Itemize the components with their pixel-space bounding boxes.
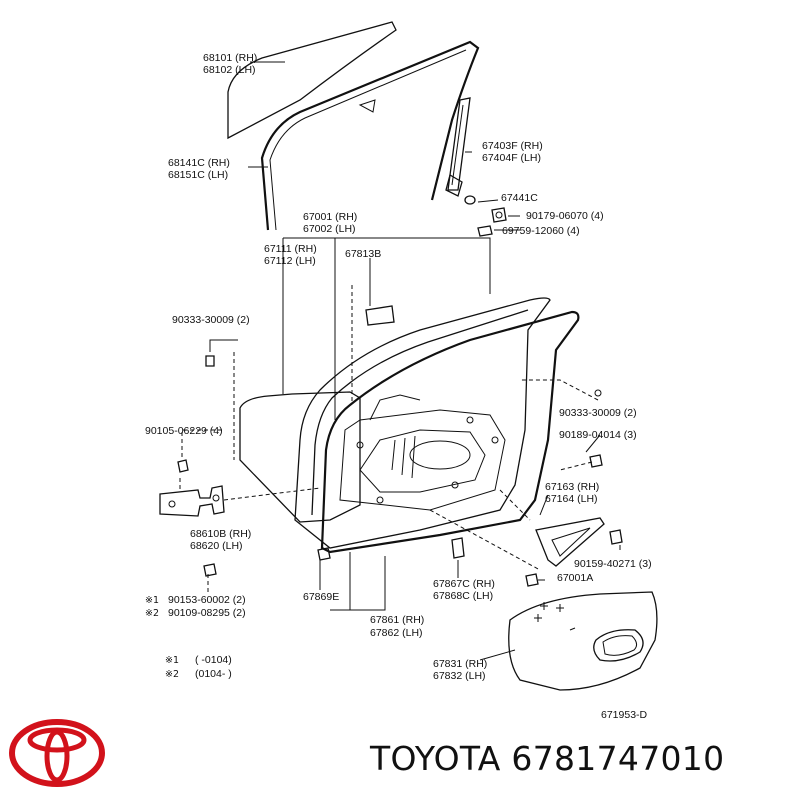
label-hinge-rh: 68610B (RH)	[190, 528, 251, 540]
label-run-rh: 68141C (RH)	[168, 157, 230, 169]
label-seal-lh: 67862 (LH)	[370, 627, 423, 639]
legend2-range: (0104- )	[195, 668, 232, 680]
label-trim-rh: 67831 (RH)	[433, 658, 487, 670]
rear-channel	[445, 97, 471, 197]
label-hole-rh: 67867C (RH)	[433, 578, 495, 590]
label-hole-lh: 67868C (LH)	[433, 590, 493, 602]
label-mark2: ※2	[145, 608, 159, 619]
label-cushion: 69759-12060 (4)	[502, 225, 580, 237]
leader-lines	[179, 61, 621, 661]
label-pad: 67813B	[345, 248, 381, 260]
door-weatherstrip	[320, 310, 580, 554]
label-retainer: 67001A	[557, 572, 593, 584]
clip-right	[589, 454, 603, 468]
door-inner-frame	[294, 297, 551, 549]
label-glass-rh: 68101 (RH)	[203, 52, 257, 64]
plug-right	[594, 389, 602, 397]
label-panel-rh: 67111 (RH)	[264, 243, 317, 255]
label-plug-left: 90333-30009 (2)	[172, 314, 250, 326]
toyota-logo-icon	[9, 719, 105, 787]
part-labels: 68101 (RH) 68102 (LH) 68141C (RH) 68151C…	[145, 52, 652, 721]
label-bolt: 90105-06229 (4)	[145, 425, 223, 437]
label-run-lh: 68151C (LH)	[168, 169, 228, 181]
label-hinge-lh: 68620 (LH)	[190, 540, 243, 552]
label-plug-right: 90333-30009 (2)	[559, 407, 637, 419]
plug-small	[205, 355, 215, 367]
label-weather: 67869E	[303, 591, 339, 603]
label-trim-lh: 67832 (LH)	[433, 670, 486, 682]
label-panel-lh: 67112 (LH)	[264, 255, 316, 267]
diagram-code: 671953-D	[601, 709, 648, 721]
outer-door-panel	[239, 391, 361, 523]
door-trim-board	[508, 591, 658, 691]
glass-run	[260, 40, 480, 231]
label-clip: 67441C	[501, 192, 538, 204]
label-bracket-rh: 67163 (RH)	[545, 481, 599, 493]
legend1-range: ( -0104)	[195, 654, 232, 666]
label-clip3: 90159-40271 (3)	[574, 558, 652, 570]
legend2-mark: ※2	[165, 669, 179, 680]
door-pad	[365, 305, 395, 326]
label-channel-rh: 67403F (RH)	[482, 140, 543, 152]
brand-part-number: TOYOTA 6781747010	[370, 739, 725, 778]
label-mark1: ※1	[145, 595, 159, 606]
legend1-mark: ※1	[165, 655, 179, 666]
label-bracket-lh: 67164 (LH)	[545, 493, 598, 505]
label-nut: 90179-06070 (4)	[526, 210, 604, 222]
door-bracket	[525, 517, 623, 587]
door-hinge	[159, 459, 225, 577]
hole-cover	[317, 547, 331, 561]
label-channel-lh: 67404F (LH)	[482, 152, 541, 164]
service-hole-cover	[451, 537, 465, 559]
door-glass	[227, 21, 397, 140]
label-screw2: 90109-08295 (2)	[168, 607, 246, 619]
label-seal-rh: 67861 (RH)	[370, 614, 424, 626]
label-screw1: 90153-60002 (2)	[168, 594, 246, 606]
label-frame-lh: 67002 (LH)	[303, 223, 356, 235]
label-clip2: 90189-04014 (3)	[559, 429, 637, 441]
upper-fasteners	[464, 195, 507, 237]
label-frame-rh: 67001 (RH)	[303, 211, 357, 223]
label-glass-lh: 68102 (LH)	[203, 64, 256, 76]
